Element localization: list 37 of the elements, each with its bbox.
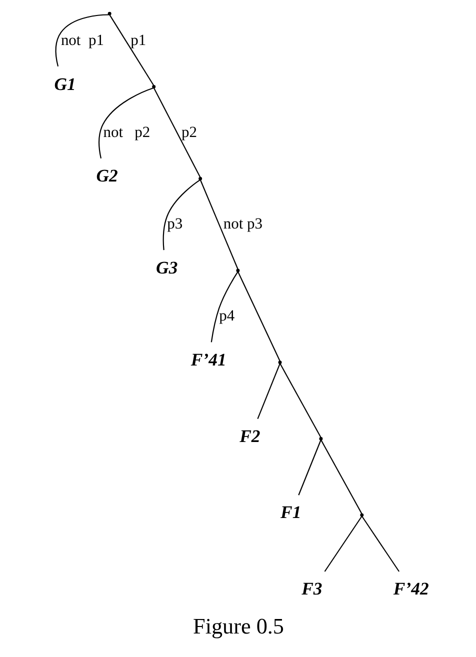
- edge-label: p1: [130, 32, 146, 49]
- caption: Figure 0.5: [192, 613, 284, 638]
- node-text: G1: [54, 74, 76, 94]
- node-text: F’42: [392, 578, 428, 599]
- node-point: [152, 85, 156, 89]
- edge-label: not p1: [60, 32, 104, 49]
- connector: [210, 272, 238, 342]
- node-point: [107, 12, 111, 16]
- node-text: F’41: [190, 349, 226, 370]
- edge-label: p3: [166, 216, 182, 233]
- connector: [361, 516, 400, 572]
- node-text: G2: [96, 166, 118, 186]
- edge-label: p2: [181, 124, 196, 141]
- node-text: F1: [280, 502, 301, 522]
- edge-label: not p2: [102, 124, 150, 141]
- connector: [237, 272, 280, 362]
- node-text: F3: [301, 578, 322, 599]
- connector: [108, 14, 154, 86]
- connector: [152, 88, 200, 178]
- connector: [54, 14, 108, 67]
- connector: [279, 363, 321, 438]
- connector: [98, 88, 154, 158]
- connector: [320, 440, 362, 514]
- node-point: [278, 360, 282, 364]
- edge-label: p4: [218, 308, 234, 325]
- connector: [324, 516, 362, 572]
- connector: [298, 440, 321, 496]
- node-point: [198, 176, 202, 180]
- node-text: G3: [156, 258, 178, 278]
- connector: [199, 180, 238, 270]
- node-point: [236, 268, 240, 272]
- connector: [256, 363, 280, 419]
- connector: [162, 179, 200, 250]
- node-text: F2: [239, 426, 260, 446]
- edge-label: not p3: [222, 216, 262, 233]
- node-point: [318, 436, 322, 440]
- node-point: [360, 513, 364, 517]
